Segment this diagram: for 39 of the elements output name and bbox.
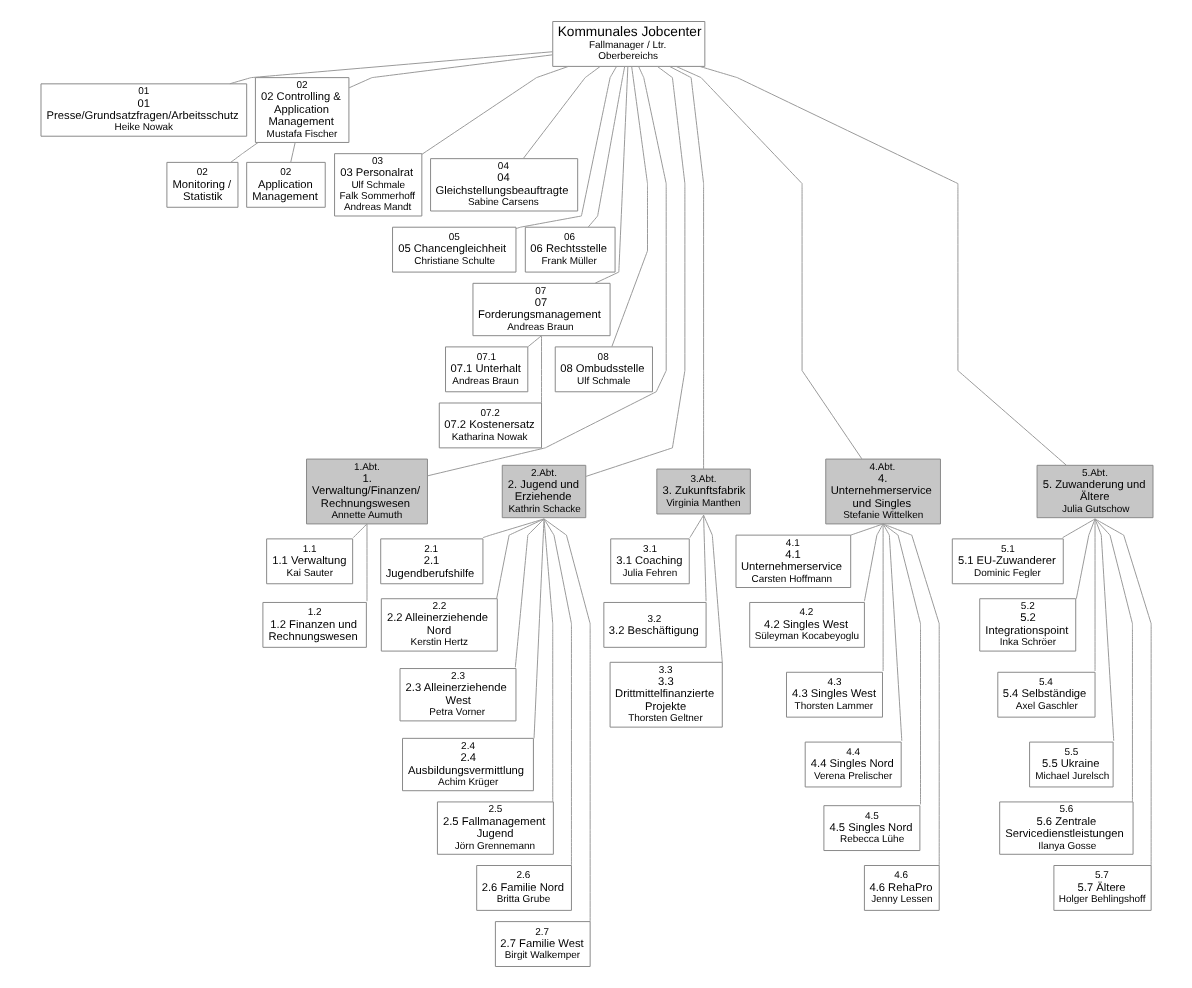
connector (542, 518, 553, 803)
connector (351, 523, 367, 539)
connector (674, 65, 862, 460)
connector (1093, 518, 1151, 866)
connector (1093, 518, 1114, 742)
connector (542, 518, 590, 923)
connector (513, 518, 544, 668)
connector (521, 66, 600, 159)
connector (881, 523, 883, 672)
connector (849, 523, 883, 536)
connector (702, 514, 722, 663)
connector (229, 142, 258, 163)
connector (1074, 518, 1095, 600)
connector (668, 65, 704, 470)
connector (584, 66, 685, 477)
connector (495, 518, 544, 600)
connector (365, 523, 367, 602)
connector (481, 518, 544, 539)
connector (862, 523, 883, 602)
connector (1093, 518, 1095, 672)
connector (702, 514, 706, 602)
connector (1093, 518, 1132, 803)
connector (542, 518, 571, 866)
connector (610, 66, 647, 348)
connector (1061, 518, 1095, 539)
connector (881, 523, 902, 742)
connector (698, 65, 1066, 466)
connector (540, 335, 541, 404)
connector (228, 51, 552, 85)
connector (532, 518, 544, 739)
connector (526, 335, 541, 348)
connector (586, 66, 625, 228)
connector (688, 514, 704, 539)
connector (289, 142, 295, 163)
connector (347, 54, 552, 89)
connector (420, 65, 568, 155)
connector (881, 523, 920, 805)
connector (881, 523, 939, 866)
connector (593, 66, 628, 284)
